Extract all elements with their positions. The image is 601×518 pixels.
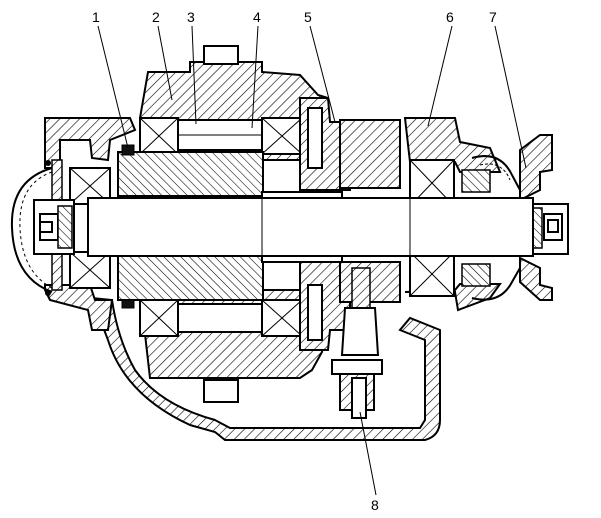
left-shaft-nut: [33, 199, 75, 255]
main-gear: [117, 144, 264, 309]
callout-1: 1: [92, 9, 100, 25]
callout-8: 8: [371, 497, 379, 513]
callout-3: 3: [187, 9, 195, 25]
center-flange: [299, 97, 401, 351]
right-housing: [403, 117, 502, 312]
callout-7: 7: [489, 9, 497, 25]
callout-labels: 1 2 3 4 5 6 7 8: [92, 9, 497, 513]
left-bearing: [69, 167, 111, 289]
leader-lines: [97, 25, 527, 496]
gear-bearings-upper: [139, 117, 303, 155]
callout-5: 5: [304, 9, 312, 25]
main-shaft: [87, 191, 534, 263]
gear-bearings-lower: [139, 299, 303, 337]
callout-6: 6: [446, 9, 454, 25]
housing-sump: [90, 296, 441, 441]
callout-4: 4: [253, 9, 261, 25]
drive-pin-assembly: [331, 267, 383, 419]
left-dome-cover: [10, 160, 53, 296]
callout-2: 2: [152, 9, 160, 25]
